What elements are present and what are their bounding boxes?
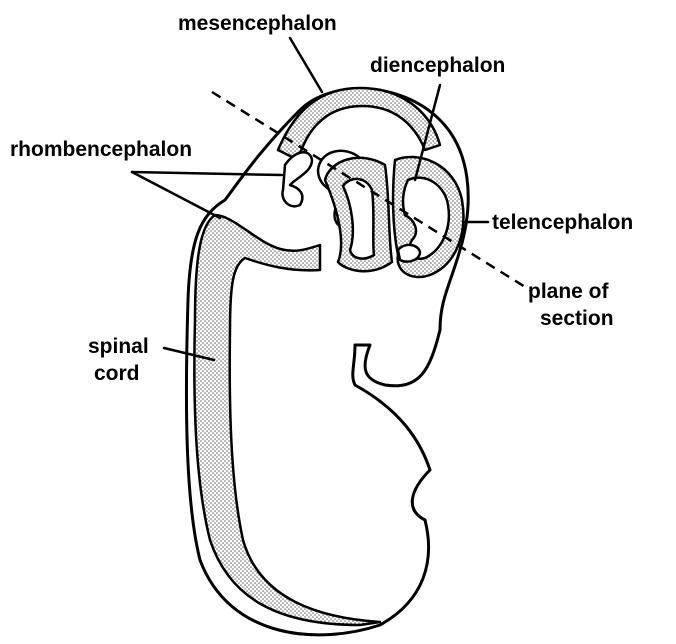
- label-mesencephalon: mesencephalon: [178, 12, 337, 35]
- leader-mesencephalon: [290, 38, 322, 92]
- label-spinal-cord-2: cord: [94, 362, 140, 385]
- label-plane-of-section-2: section: [540, 307, 614, 330]
- label-plane-of-section-1: plane of: [528, 280, 610, 303]
- leader-rhombencephalon-b: [132, 172, 220, 218]
- label-spinal-cord-1: spinal: [88, 335, 149, 358]
- label-rhombencephalon: rhombencephalon: [10, 138, 192, 161]
- optic-vesicle: [398, 245, 420, 262]
- label-diencephalon: diencephalon: [370, 54, 505, 77]
- label-telencephalon: telencephalon: [492, 211, 633, 234]
